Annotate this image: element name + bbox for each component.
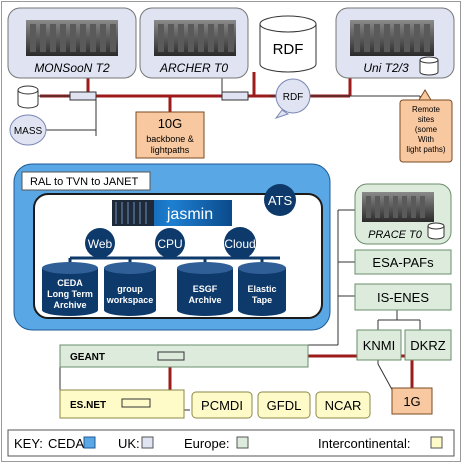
mass-label: MASS [14,126,43,137]
backbone-box: 10G backbone & lightpaths [135,111,205,159]
is-enes-box: IS-ENES [354,283,452,311]
database-icon [427,222,445,240]
key-ceda-swatch [83,436,96,449]
web-node: Web [85,228,115,258]
gfdl-label: GFDL [267,398,302,413]
knmi-label: KNMI [363,338,396,353]
cloud-label: Cloud [224,237,255,251]
site-label: Uni T2/3 [363,61,409,75]
remote-label: light paths) [406,145,445,154]
key-uk-label: UK: [118,436,140,451]
key-uk-swatch [141,436,154,449]
archive-label: Elastic [247,284,276,294]
router [157,351,185,361]
backbone-label: lightpaths [151,145,190,155]
key-title: KEY: [14,436,43,451]
remote-label: (some [415,125,438,134]
dkrz-box: DKRZ [404,329,452,361]
archive-label: Long Term [47,289,93,299]
rdf-bubble: RDF [274,78,311,119]
supercomputer-icon [350,20,434,56]
remote-label: sites [418,115,434,124]
supercomputer-icon [154,20,236,56]
archive-label: workspace [106,295,154,305]
key-ceda-label: CEDA: [48,436,88,451]
backbone-label: backbone & [146,134,194,144]
geant-label: GEANT [70,352,105,363]
ncar-label: NCAR [325,398,362,413]
esnet-label: ES.NET [70,400,106,411]
remote-sites-callout: Remote sites (some With light paths) [399,89,453,163]
mass-storage: MASS [9,85,47,146]
database-icon [17,85,39,109]
archive-label: Archive [53,300,86,310]
database-icon [259,15,317,73]
supercomputer-icon [26,20,118,56]
archive-label: CEDA [57,278,83,288]
remote-label: Remote [412,105,441,114]
archive-elastic: Elastic Tape [238,262,286,316]
key-intercontinental-label: Intercontinental: [318,436,411,451]
site-archer: ARCHER T0 [139,7,249,79]
isenes-label: IS-ENES [377,290,429,305]
router [69,91,97,101]
archive-ceda: CEDA Long Term Archive [42,262,98,316]
archive-group: group workspace [104,262,156,316]
geant-box: GEANT [59,344,309,368]
web-label: Web [88,237,113,251]
key-europe-swatch [236,436,249,449]
archive-esgf: ESGF Archive [177,262,233,316]
router [221,91,249,101]
router [121,398,151,408]
dkrz-label: DKRZ [410,338,445,353]
ats-label: ATS [268,193,293,208]
database-icon [419,56,439,76]
ral-title: RAL to TVN to JANET [30,176,138,188]
esnet-box: ES.NET [59,389,185,419]
ral-network-region: RAL to TVN to JANET jasmin ATS Web C [13,163,331,331]
archive-label: Tape [252,295,272,305]
rdf-label: RDF [273,41,304,58]
pcmdi-box: PCMDI [191,391,253,419]
esa-pafs-box: ESA-PAFs [354,249,452,275]
pcmdi-label: PCMDI [201,398,243,413]
site-monsoon: MONSooN T2 [7,7,137,79]
site-prace: PRACE T0 [354,183,452,245]
site-label: MONSooN T2 [34,61,110,75]
ncar-box: NCAR [315,391,371,419]
backbone-label: 10G [158,116,183,131]
link-1g-label: 1G [403,394,420,409]
remote-label: With [418,135,434,144]
archive-label: group [117,284,143,294]
ats-node: ATS [264,184,296,216]
jasmin-banner: jasmin [112,200,232,226]
supercomputer-icon [362,192,434,222]
archive-label: Archive [188,295,221,305]
key-intercontinental-swatch [430,436,443,449]
site-uni: Uni T2/3 [335,7,455,79]
site-label: ARCHER T0 [159,61,228,75]
gfdl-box: GFDL [257,391,311,419]
jasmin-label: jasmin [166,206,213,223]
rdf-small-label: RDF [283,92,304,103]
cloud-node: Cloud [224,227,256,259]
site-label: PRACE T0 [368,229,423,241]
archive-label: ESGF [193,284,218,294]
key-legend: KEY: CEDA: UK: Europe: Intercontinental: [7,429,455,457]
cpu-node: CPU [155,228,185,258]
knmi-box: KNMI [356,329,402,361]
esa-label: ESA-PAFs [372,255,434,270]
cpu-label: CPU [157,237,182,251]
link-1g-box: 1G [391,387,433,415]
key-europe-label: Europe: [184,436,230,451]
rdf-storage: RDF [259,15,317,73]
